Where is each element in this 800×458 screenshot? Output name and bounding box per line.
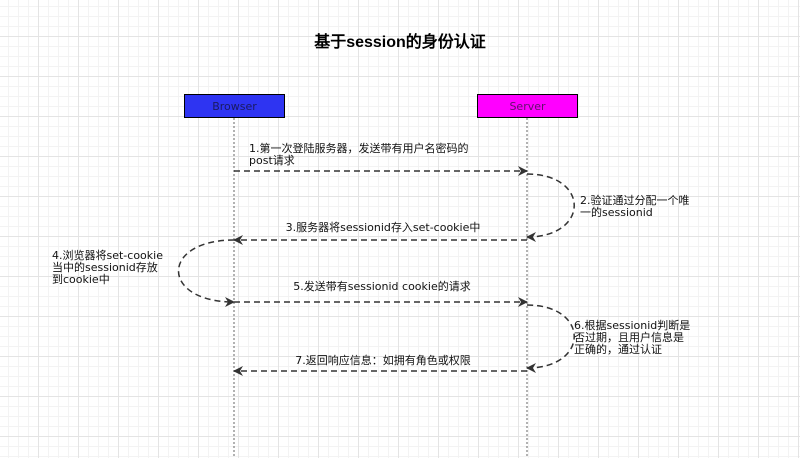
step-4-line-1: 4.浏览器将set-cookie bbox=[52, 249, 163, 262]
browser-actor: Browser bbox=[184, 94, 285, 118]
step-2-line-1: 2.验证通过分配一个唯 bbox=[580, 194, 690, 207]
step-6-line-3: 正确的，通过认证 bbox=[574, 343, 662, 356]
step-3-label: 3.服务器将sessionid存入set-cookie中 bbox=[285, 221, 481, 234]
step-6-line-1: 6.根据sessionid判断是 bbox=[574, 319, 691, 332]
step-1-line-1: 1.第一次登陆服务器，发送带有用户名密码的 bbox=[249, 142, 469, 155]
step-5-label: 5.发送带有sessionid cookie的请求 bbox=[293, 280, 471, 293]
step-4-line-3: 到cookie中 bbox=[52, 273, 110, 286]
step-2-line-2: 一的sessionid bbox=[580, 206, 653, 219]
step-6-line-2: 否过期，且用户信息是 bbox=[574, 331, 684, 344]
step-6-label: 6.根据sessionid判断是 否过期，且用户信息是 正确的，通过认证 bbox=[574, 320, 690, 356]
step-4-label: 4.浏览器将set-cookie 当中的sessionid存放 到cookie中 bbox=[52, 250, 163, 286]
arrow-step-4 bbox=[177, 239, 235, 307]
step-1-line-2: post请求 bbox=[249, 154, 295, 167]
step-7-label: 7.返回响应信息：如拥有角色或权限 bbox=[295, 354, 471, 367]
step-1-label: 1.第一次登陆服务器，发送带有用户名密码的 post请求 bbox=[249, 143, 469, 167]
diagram-title: 基于session的身份认证 bbox=[314, 34, 486, 51]
server-actor: Server bbox=[477, 94, 578, 118]
arrow-step-2 bbox=[526, 173, 575, 242]
arrow-step-6 bbox=[526, 304, 575, 373]
step-2-label: 2.验证通过分配一个唯 一的sessionid bbox=[580, 195, 690, 219]
step-4-line-2: 当中的sessionid存放 bbox=[52, 261, 158, 274]
